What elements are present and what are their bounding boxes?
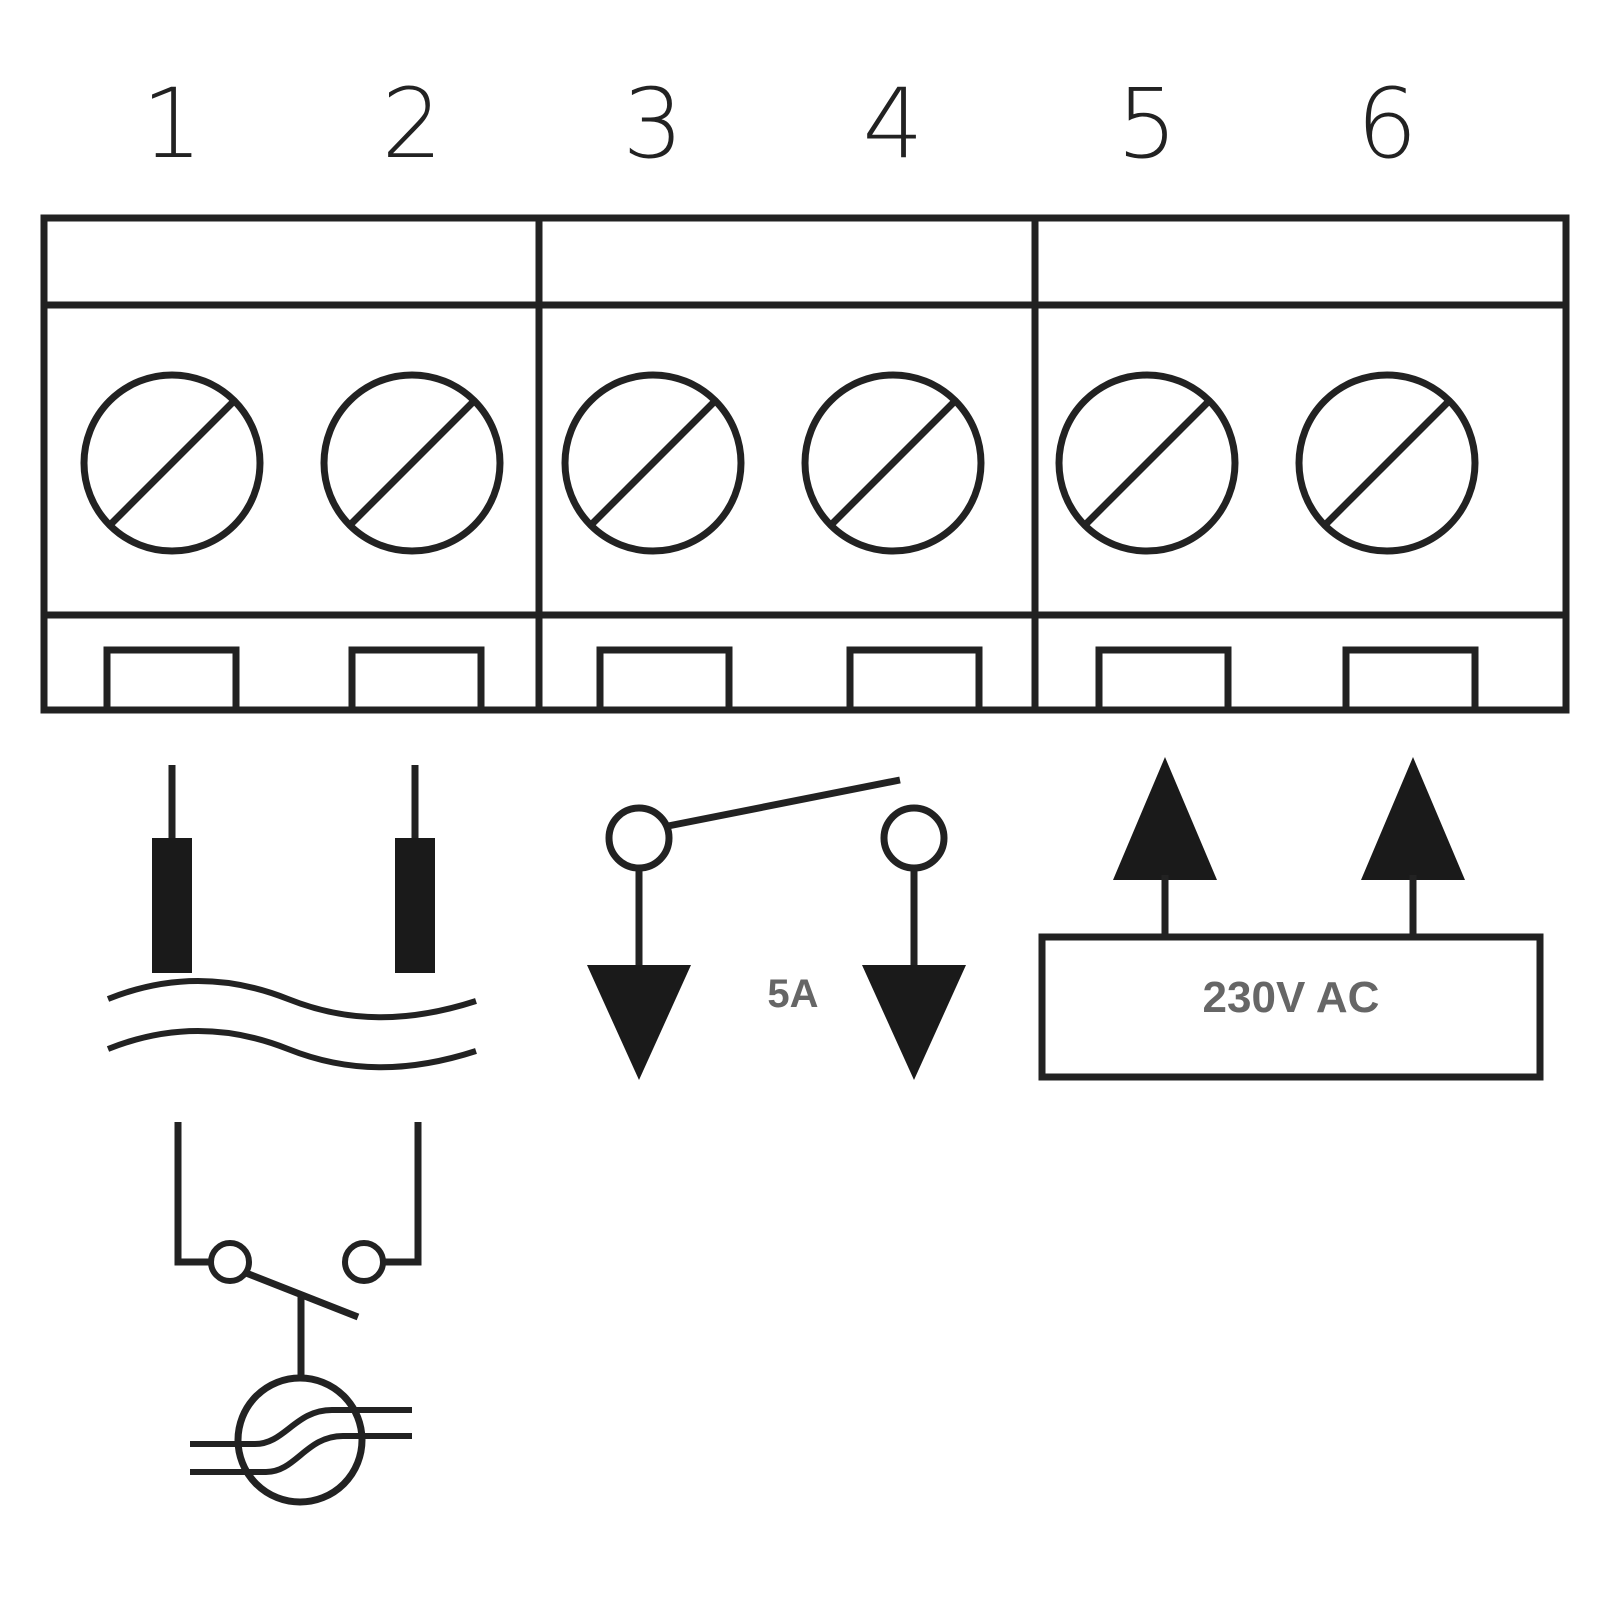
arrow-up-icon <box>1113 757 1217 937</box>
power-supply-circuit: 230V AC <box>1038 757 1544 1081</box>
wire-entries <box>103 646 1479 710</box>
relay-contact-circuit: 5A <box>587 776 966 1080</box>
terminal-block <box>40 214 1570 714</box>
wire-entry-slot <box>103 646 240 710</box>
level-sensor-circuit <box>106 765 477 1506</box>
wire-entry-slot <box>1095 646 1232 710</box>
screw-icon <box>1295 371 1479 555</box>
wire-entry-slot <box>846 646 983 710</box>
float-switch-icon <box>174 1122 422 1506</box>
terminal-numbers: 1 2 3 4 5 6 <box>141 68 1417 180</box>
wire-entry-slot <box>1342 646 1479 710</box>
screw-icon <box>561 371 745 555</box>
arrow-up-icon <box>1361 757 1465 937</box>
terminal-number-3: 3 <box>622 68 683 180</box>
screw-icon <box>1055 371 1239 555</box>
screw-icon <box>80 371 264 555</box>
screw-icon <box>320 371 504 555</box>
wire-entry-slot <box>596 646 733 710</box>
probe-icon <box>152 765 192 973</box>
relay-rating-label: 5A <box>767 972 818 1016</box>
relay-contact-switch-icon <box>605 776 948 872</box>
liquid-waves-icon <box>106 978 477 1071</box>
terminal-number-4: 4 <box>862 68 923 180</box>
terminal-screws <box>80 371 1479 555</box>
arrow-down-icon <box>862 868 966 1080</box>
power-supply-label: 230V AC <box>1203 973 1380 1022</box>
terminal-number-1: 1 <box>141 68 202 180</box>
probe-icon <box>395 765 435 973</box>
terminal-number-2: 2 <box>381 68 442 180</box>
screw-icon <box>801 371 985 555</box>
terminal-block-outline <box>40 214 1570 714</box>
terminal-number-5: 5 <box>1116 68 1177 180</box>
terminal-number-6: 6 <box>1356 68 1417 180</box>
power-supply-box <box>1038 933 1544 1081</box>
arrow-down-icon <box>587 868 691 1080</box>
wire-entry-slot <box>348 646 485 710</box>
